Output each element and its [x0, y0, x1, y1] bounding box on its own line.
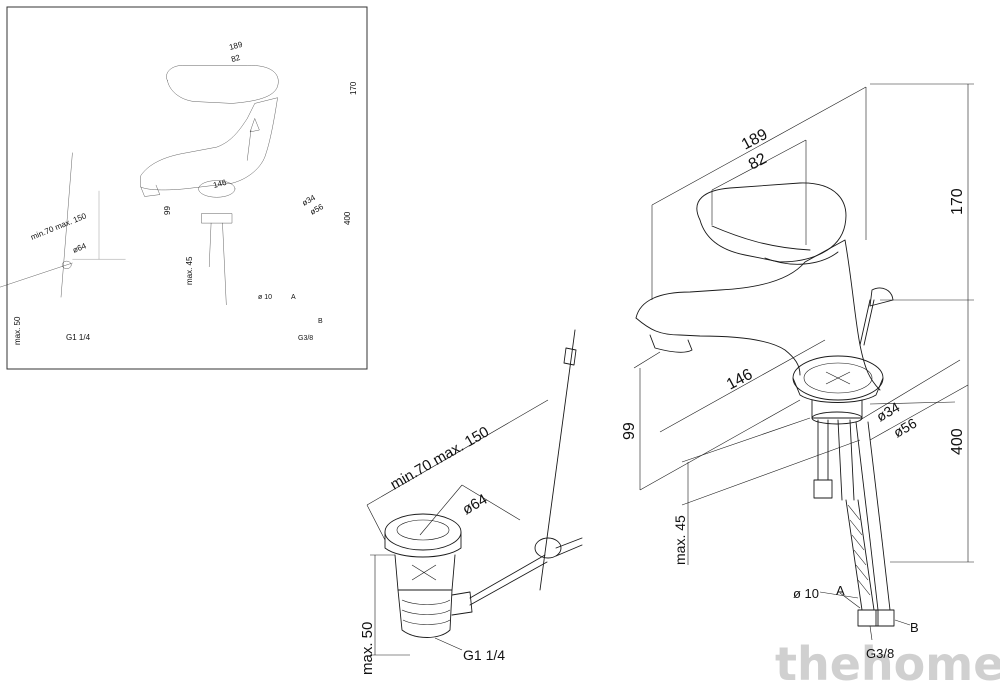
thumb-dim-170: 170	[349, 81, 358, 95]
thread-lines	[401, 599, 451, 625]
dim-189-label: 189	[739, 126, 771, 154]
leader-g38	[869, 625, 873, 641]
lever-underside	[764, 251, 839, 265]
drain-drawing	[366, 329, 583, 656]
stud-nut	[813, 479, 833, 499]
dim-170-label: 170	[949, 188, 966, 215]
thumb-dim-max50: max. 50	[13, 316, 22, 345]
faucet-drawing	[633, 83, 974, 641]
dim-d10-label: ø 10	[793, 586, 819, 601]
thumb-dim-max45: max. 45	[185, 256, 194, 285]
label-b: B	[910, 620, 919, 635]
thumb-dim-g114: G1 1/4	[66, 333, 91, 342]
thumb-label-b: B	[318, 318, 323, 325]
dim-g114-label: G1 1/4	[463, 647, 505, 663]
dim-max50-label: max. 50	[359, 622, 376, 675]
drain-cap	[384, 513, 462, 551]
watermark: thehome	[775, 637, 1000, 691]
hose-braided-b	[869, 539, 891, 611]
leader-d10	[819, 591, 859, 599]
dim-146-label: 146	[724, 366, 756, 394]
thumbnail-panel: 189 82 170 146 99 400 max. 45 ø34 ø56 ø …	[0, 6, 368, 370]
dim-rod-line	[366, 399, 549, 506]
faucet-base-inner	[803, 362, 873, 394]
lever-handle	[696, 182, 847, 263]
dim-64-ext	[461, 484, 521, 521]
dim-189-line	[651, 86, 867, 206]
leader-g114	[434, 637, 463, 651]
leader-b	[894, 619, 911, 626]
thumb-dim-146: 146	[212, 178, 228, 190]
dim-rod-label: min.70 max. 150	[388, 423, 493, 493]
dim-82-label: 82	[746, 150, 770, 173]
rod-clamp-bar	[555, 537, 583, 557]
dim-g38-label: G3/8	[866, 646, 894, 661]
hose-fitting-a	[857, 609, 879, 627]
thumb-dim-d10: ø 10	[258, 294, 272, 301]
hose-braided-a	[845, 499, 875, 611]
faucet-body-lower	[635, 317, 801, 376]
thumb-label-a: A	[291, 294, 296, 301]
thumb-dim-rod: min.70 max. 150	[29, 211, 88, 242]
mounting-stud	[817, 419, 829, 481]
drain-side-port	[451, 591, 473, 616]
pull-rod-clip	[563, 347, 577, 366]
thumb-dim-189: 189	[228, 40, 244, 52]
rod-clamp	[534, 537, 562, 559]
drain-body	[394, 554, 456, 591]
dim-64-label: ø64	[460, 491, 491, 519]
thumb-dim-64: ø64	[71, 241, 88, 255]
lever-edge	[711, 225, 811, 251]
braid-pattern	[847, 504, 871, 596]
thumb-dim-g38: G3/8	[298, 335, 313, 342]
dim-34-label: ø34	[874, 399, 903, 425]
spout-outlet	[649, 334, 693, 353]
dim-56-line	[869, 384, 969, 441]
dim-146-line	[659, 339, 826, 433]
hose-upper-left	[837, 419, 855, 501]
mounting-nut	[811, 399, 863, 419]
dim-400-label: 400	[949, 428, 966, 455]
dim-34-line	[859, 359, 961, 421]
drain-cap-inner	[396, 519, 450, 541]
drain-pull-rod	[539, 329, 576, 591]
thumbnail-frame	[6, 6, 368, 370]
thumb-dim-99: 99	[163, 206, 172, 215]
drain-lever-rod	[469, 554, 546, 599]
hose-upper-right	[855, 421, 883, 541]
drain-threaded-tail	[397, 589, 453, 638]
dim-99-label: 99	[621, 422, 638, 440]
thumbnail-drawing	[0, 65, 279, 305]
dim-56-label: ø56	[891, 415, 920, 441]
thumb-dim-400: 400	[343, 211, 352, 225]
thumb-dim-82: 82	[230, 53, 241, 64]
faucet-body-top	[635, 239, 881, 391]
dim-64-line	[419, 484, 463, 536]
base-skirt	[792, 377, 884, 403]
label-a: A	[836, 583, 845, 598]
dim-max45-label: max. 45	[672, 515, 688, 565]
dim-82-line	[711, 139, 807, 191]
drain-flange	[384, 531, 462, 558]
popup-rod	[859, 299, 875, 346]
hose-fitting-b	[875, 609, 895, 627]
